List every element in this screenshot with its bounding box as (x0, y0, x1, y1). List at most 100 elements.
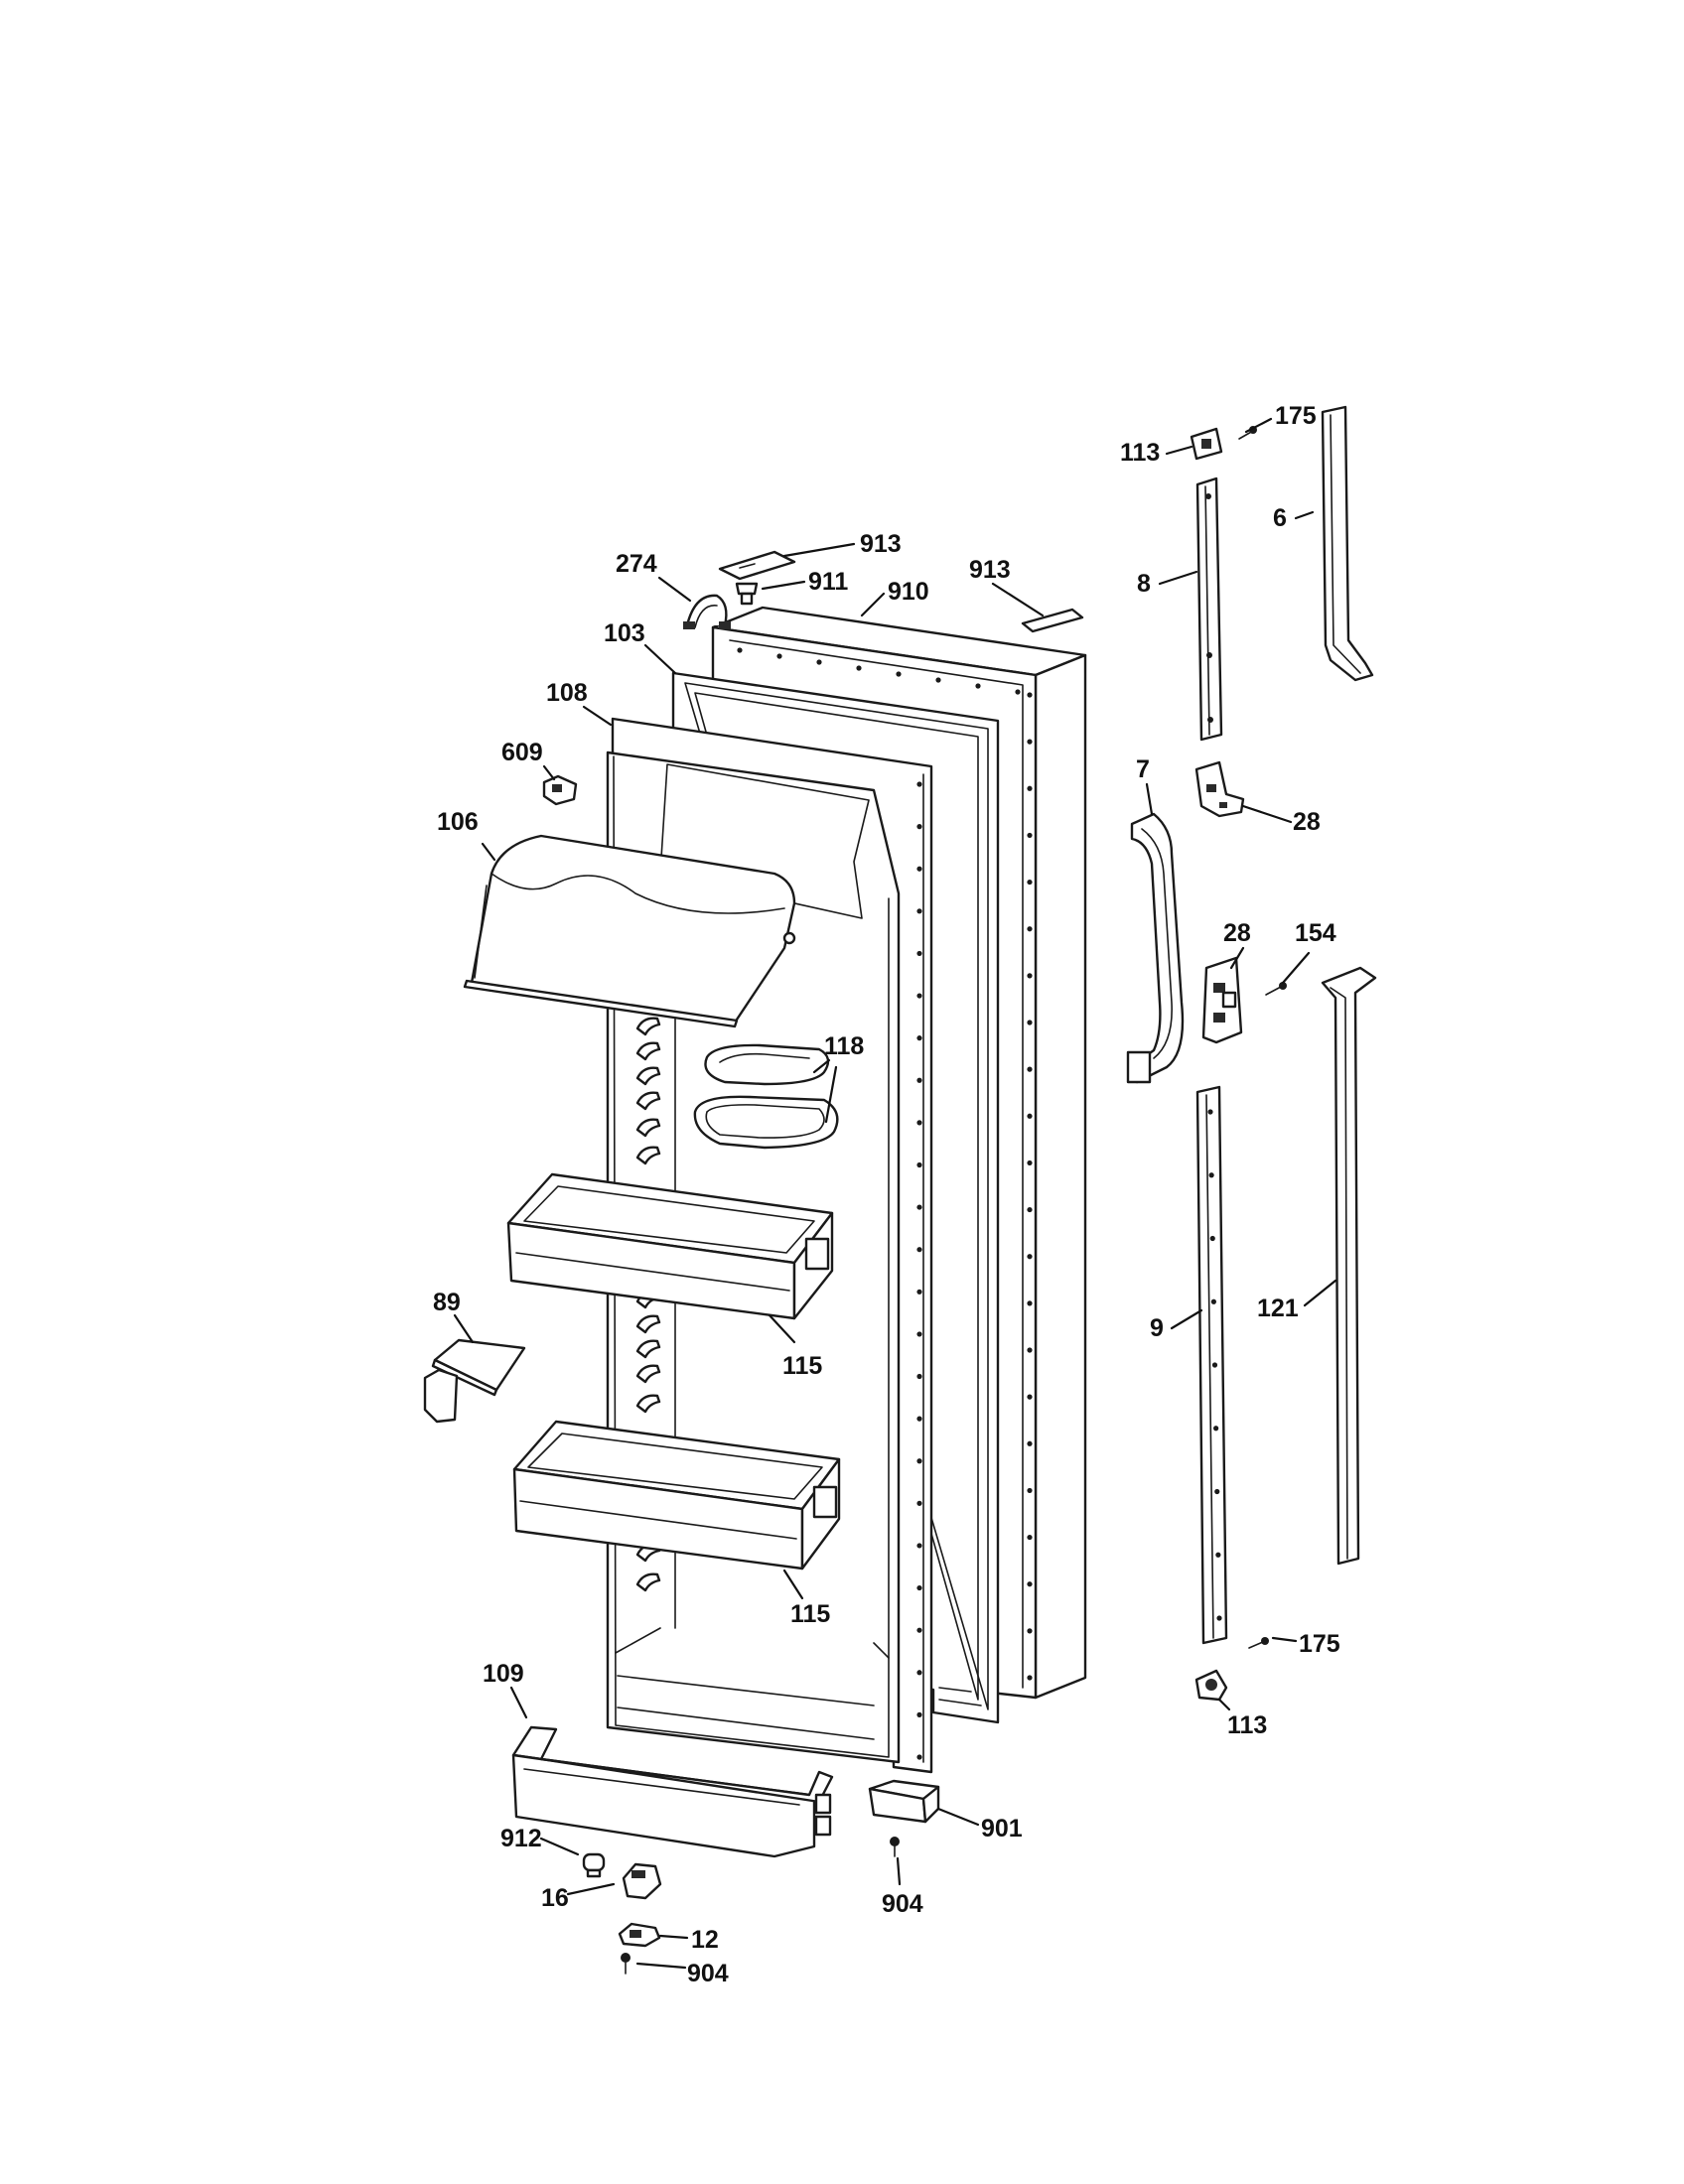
callout-910: 910 (888, 578, 929, 606)
callout-154: 154 (1295, 919, 1336, 947)
screw-hole (737, 647, 743, 653)
screw-hole (1027, 926, 1033, 932)
screw-hole (1210, 1298, 1216, 1304)
screw-hole (916, 1289, 922, 1295)
screw-hole (1027, 739, 1033, 745)
callout-106: 106 (437, 808, 479, 836)
hinge-bar-8 (1195, 477, 1223, 742)
dairy-compartment (463, 834, 796, 1028)
screw-hole (1027, 1628, 1033, 1634)
shelf-notch (635, 1314, 661, 1334)
callout-904-upper: 904 (882, 1890, 923, 1918)
screw-hole (916, 1584, 922, 1591)
callout-609: 609 (501, 739, 543, 766)
cover-901 (868, 1779, 940, 1824)
screw-hole (916, 1627, 922, 1633)
screw-hole (1027, 1347, 1033, 1353)
callout-113-bottom: 113 (1227, 1711, 1267, 1739)
hinge-bracket-28-lower (1201, 956, 1243, 1044)
screw-hole (1027, 1440, 1033, 1446)
hinge-bar-9 (1195, 1085, 1228, 1645)
callout-175-top: 175 (1275, 402, 1317, 430)
screw-hole (1208, 1172, 1214, 1178)
screw-hole (1027, 1113, 1033, 1119)
callout-911: 911 (808, 568, 848, 596)
screw-hole (1027, 1020, 1033, 1025)
screw-175-bottom (1248, 1637, 1269, 1649)
screw-hole (1213, 1426, 1219, 1432)
callout-108: 108 (546, 679, 588, 707)
screw-hole (916, 1416, 922, 1422)
screw-hole (1027, 785, 1033, 791)
screw-hole (1027, 1066, 1033, 1072)
harness-274 (683, 594, 731, 629)
screw-hole (916, 1077, 922, 1083)
callout-118: 118 (824, 1032, 864, 1060)
screw-hole (935, 677, 941, 683)
screw-hole (1027, 1534, 1033, 1541)
screw-hole (916, 1331, 922, 1337)
screw-hole (916, 1754, 922, 1760)
trim-strip-6 (1321, 405, 1374, 682)
callout-904-lower: 904 (687, 1960, 729, 1987)
callout-109: 109 (483, 1660, 524, 1688)
screw-hole (1215, 1552, 1221, 1558)
shelf-notch (635, 1066, 661, 1086)
clip-609 (542, 774, 578, 806)
screw-hole (776, 653, 782, 659)
screw-hole (916, 1500, 922, 1506)
shelf-notch (635, 1364, 661, 1384)
screw-hole (916, 1670, 922, 1676)
screw-hole (975, 683, 981, 689)
hinge-pin-113-bottom (1194, 1669, 1228, 1702)
screw-hole (916, 1035, 922, 1041)
callout-113-top: 113 (1120, 439, 1160, 467)
shelf-notch (635, 1339, 661, 1359)
screw-hole (1027, 1487, 1033, 1494)
screw-hole (916, 1543, 922, 1549)
screw-hole (1027, 1160, 1033, 1166)
screw-904-lower (621, 1953, 631, 1975)
screw-hole (1207, 1109, 1213, 1115)
callout-274: 274 (616, 550, 657, 578)
callout-115-lower: 115 (790, 1600, 830, 1628)
door-handle-7 (1126, 812, 1185, 1084)
screw-hole (1027, 879, 1033, 886)
screw-hole (916, 1120, 922, 1126)
screw-154 (1265, 982, 1287, 996)
callout-115-upper: 115 (782, 1352, 822, 1380)
callout-6: 6 (1273, 504, 1287, 532)
shelf-notch (635, 1017, 661, 1036)
callout-8: 8 (1137, 570, 1151, 598)
hinge-bracket-28-upper (1194, 760, 1245, 818)
callout-103: 103 (604, 619, 645, 647)
shelf-notch (635, 1118, 661, 1138)
screw-904-upper (890, 1837, 900, 1857)
screw-hole (916, 1204, 922, 1210)
screw-hole (1027, 973, 1033, 979)
screw-hole (1216, 1615, 1222, 1621)
callout-901: 901 (981, 1815, 1023, 1843)
door-bin-upper (506, 1172, 834, 1320)
plug-911 (735, 582, 759, 606)
callout-labels: 175 113 6 913 274 911 910 913 8 103 108 … (433, 402, 1340, 1987)
screw-hole (916, 824, 922, 830)
screw-hole (1209, 1235, 1215, 1242)
screw-hole (1214, 1488, 1220, 1495)
screw-hole (856, 665, 862, 671)
egg-tray-cover (693, 1043, 839, 1150)
callout-121: 121 (1257, 1295, 1299, 1322)
bracket-89 (423, 1338, 526, 1424)
callout-leaders (453, 417, 1337, 1970)
screw-hole (896, 671, 902, 677)
callout-89: 89 (433, 1289, 461, 1316)
screw-hole (916, 1161, 922, 1168)
screw-hole (916, 1247, 922, 1253)
screw-hole (916, 950, 922, 957)
screw-hole (1211, 1362, 1218, 1368)
screw-hole (1027, 692, 1033, 698)
screw-hole (1027, 1300, 1033, 1306)
callout-16: 16 (541, 1884, 569, 1912)
callout-913-right: 913 (969, 556, 1011, 584)
